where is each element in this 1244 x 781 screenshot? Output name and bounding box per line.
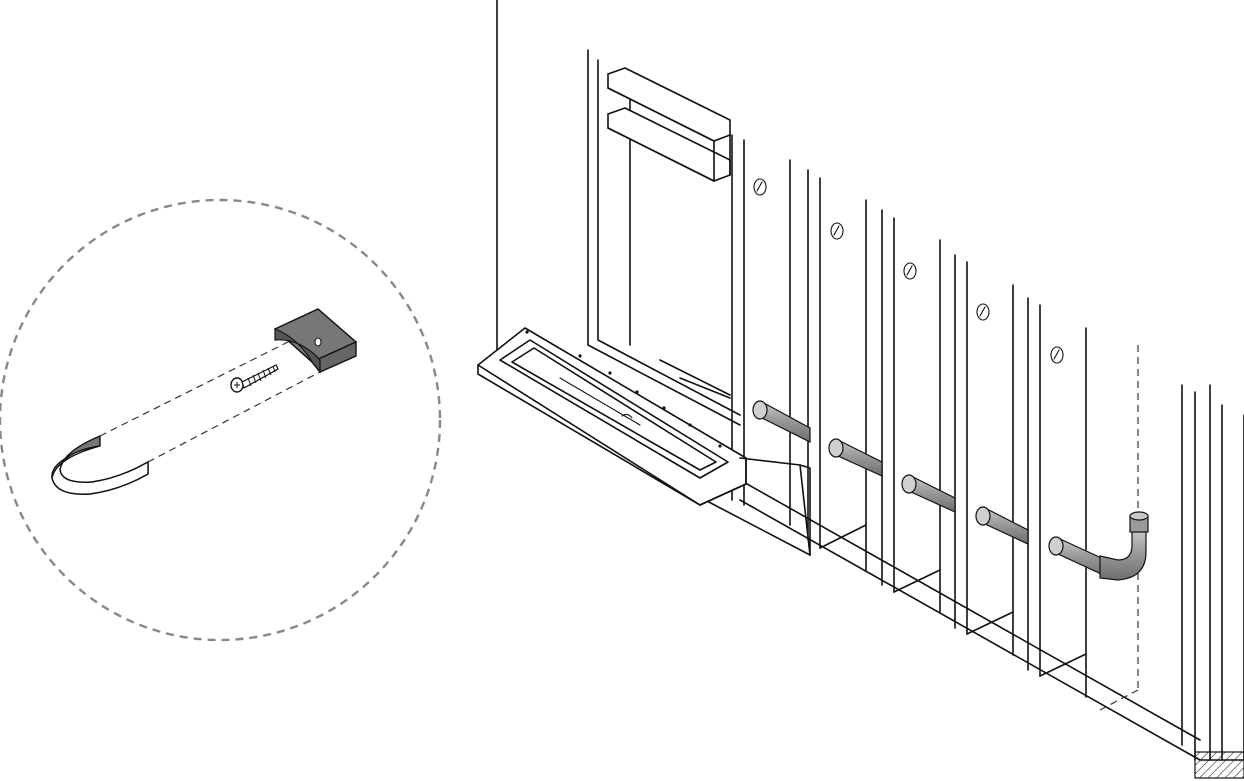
wall-assembly bbox=[477, 0, 1244, 779]
stud bbox=[954, 254, 1014, 656]
pipes bbox=[752, 400, 1149, 581]
detail-circle bbox=[0, 198, 442, 642]
detail-callout bbox=[0, 198, 442, 642]
pipe bbox=[975, 506, 1029, 545]
pipe bbox=[901, 474, 956, 513]
clip-bracket-icon bbox=[273, 308, 358, 374]
stud bbox=[807, 169, 867, 571]
window-frame bbox=[587, 49, 741, 426]
stud bbox=[881, 209, 941, 613]
strap-icon bbox=[51, 434, 149, 495]
screw-icon bbox=[230, 364, 279, 393]
pipe bbox=[752, 400, 811, 443]
stud bbox=[1027, 297, 1087, 698]
pipe-with-elbow bbox=[1048, 511, 1149, 581]
pipe bbox=[828, 438, 883, 477]
shower-tray bbox=[477, 327, 811, 556]
wall-studs bbox=[731, 134, 1244, 779]
